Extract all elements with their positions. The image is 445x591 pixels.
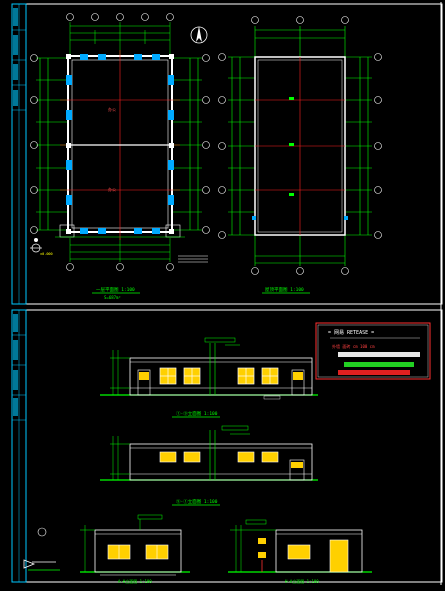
elevation-note: ±0.000 <box>40 252 53 256</box>
plan-left-area: S=687m² <box>104 295 121 300</box>
room-label-1: 办公 <box>108 106 116 112</box>
legend-swatch-white <box>338 352 420 357</box>
elevation-1 <box>100 337 318 400</box>
elevation-2 <box>100 425 318 481</box>
plan-right-caption: 屋顶平面图 1:100 <box>265 287 304 293</box>
room-label-2: 办公 <box>108 186 116 192</box>
floor-plan-left <box>36 22 202 262</box>
legend-swatch-red <box>338 370 410 375</box>
legend-title: = 网易 RETEASE = <box>328 330 374 336</box>
elevation-4-caption: H-A立面图 1:100 <box>285 578 319 584</box>
stair-lines <box>178 255 208 263</box>
legend-swatch-green <box>344 362 414 367</box>
plan-left-caption: 一层平面图 1:100 <box>96 287 135 293</box>
arrow-marker-icon <box>23 527 60 571</box>
axis-bubbles-left-plan <box>30 13 210 271</box>
legend-box <box>315 322 431 380</box>
elevation-3-caption: A-H立面图 1:100 <box>118 578 152 584</box>
elevation-4 <box>228 519 372 573</box>
section-mark-icon <box>30 243 42 253</box>
elevation-3 <box>80 514 190 576</box>
elevation-1-caption: ①-⑨立面图 1:100 <box>176 410 218 417</box>
legend-subtitle: 外墙 面砖 cm 100 cm <box>332 343 375 349</box>
elevation-mark-plan <box>34 238 38 242</box>
title-strip-upper <box>11 3 27 305</box>
title-strip-lower <box>11 309 27 583</box>
outer-frame-lower <box>11 309 443 583</box>
axis-bubbles-right-plan <box>218 16 382 275</box>
roof-plan-right <box>228 26 372 266</box>
elevation-2-caption: ⑨-①立面图 1:100 <box>176 498 218 505</box>
north-arrow-icon <box>190 26 208 44</box>
